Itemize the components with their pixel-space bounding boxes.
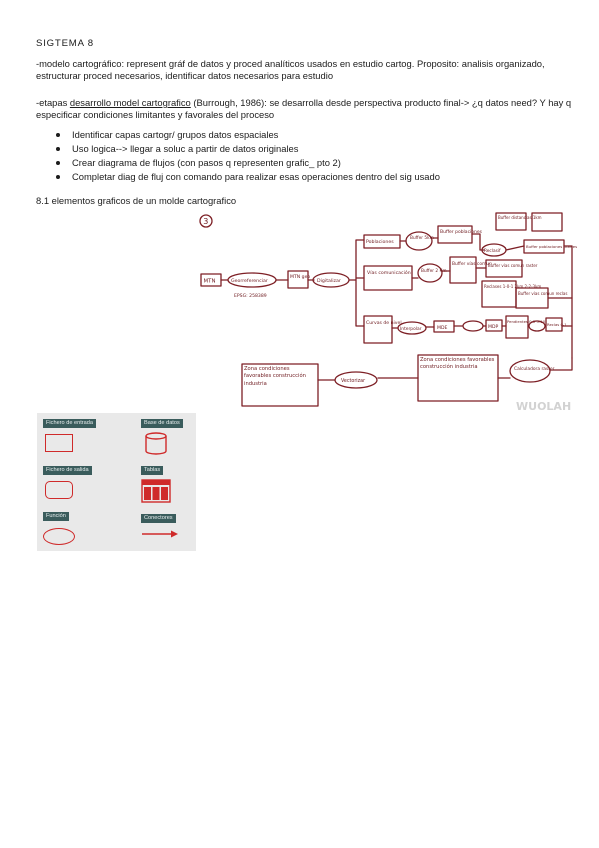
reclases-label: Reclases 1-0-1 2km 2-2-3km (484, 284, 541, 289)
watermark: WUOLAH (516, 400, 571, 413)
buffer-2km-label: Buffer 2 Km (421, 268, 447, 274)
buffer-distancias-label: Buffer distancias 1km (498, 215, 542, 220)
legend-label-database: Base de datos (141, 419, 183, 428)
calculadora-function (509, 359, 551, 383)
reclasif-values-node (531, 212, 563, 232)
reclas-node (545, 317, 563, 332)
list-item-text: Uso logica--> llegar a soluc a partir de… (72, 143, 299, 154)
bullet-icon (56, 133, 60, 137)
zona-vector-node (241, 363, 319, 407)
mtn-label: MTN (204, 279, 216, 285)
list-item-text: Crear diagrama de flujos (con pasos q re… (72, 157, 341, 168)
zona-raster-text-box: Zona condiciones favorables construcción… (420, 357, 495, 371)
interpolar-function (397, 321, 427, 335)
connector-arrow-icon (142, 530, 178, 538)
stages-underlined-term: desarrollo model cartografico (69, 97, 191, 108)
list-item: Crear diagrama de flujos (con pasos q re… (36, 157, 566, 171)
mdp-label: MDP (488, 324, 499, 330)
reclas-label: Reclas 0-1 (547, 322, 567, 327)
reclasif-label: Reclasif (484, 248, 501, 254)
definition-paragraph: -modelo cartográfico: represent gráf de … (36, 58, 545, 82)
poblaciones-label: Poblaciones (366, 239, 394, 245)
stages-prefix: -etapas (36, 97, 70, 108)
input-file-rectangle-icon (45, 434, 73, 452)
pendiente-function (462, 320, 484, 332)
interpolar-label: Interpolar (400, 326, 422, 332)
zona-vector-label: Zona condiciones favorables construcción… (244, 366, 306, 387)
buffer-distancias-node (495, 212, 527, 231)
bullet-icon (56, 147, 60, 151)
step-number: 3 (203, 217, 208, 226)
legend-label-tables: Tablas (141, 466, 164, 475)
buffer-vias-node (449, 256, 477, 284)
zona-vector-text-box: Zona condiciones favorables construcción… (244, 366, 306, 387)
bullet-icon (56, 175, 60, 179)
legend-label-output-file: Fichero de salida (43, 466, 92, 475)
buffer-vias-raster-node (485, 259, 523, 278)
buffer-pob-pixel-label: Buffer poblaciones pixeles (526, 244, 577, 249)
buffer-vias-reclas-label: Buffer vías comun reclas (518, 291, 567, 296)
curvas-label: Curvas de nivel (366, 320, 402, 326)
step-number-circle (199, 214, 213, 228)
zona-raster-label: Zona condiciones favorables construcción… (420, 357, 495, 371)
legend-label-connectors: Conectores (141, 514, 176, 523)
legend-label-input-file: Fichero de entrada (43, 419, 96, 428)
list-item-text: Completar diag de fluj con comando para … (72, 171, 440, 182)
vias-node (363, 265, 413, 291)
buffer-5km-label: Buffer 5km (410, 235, 434, 241)
list-item: Uso logica--> llegar a soluc a partir de… (36, 143, 566, 157)
list-item-text: Identificar capas cartogr/ grupos datos … (72, 129, 279, 140)
stages-suffix: (Burrough, 1986): se desarrolla desde pe… (36, 97, 572, 121)
list-item: Completar diag de fluj con comando para … (36, 171, 566, 185)
buffer-poblaciones-label: Buffer poblaciones (440, 229, 483, 235)
digitalizar-label: Digitalizar (317, 278, 341, 284)
vectorizar-label: Vectorizar (341, 378, 365, 384)
table-icon (141, 479, 171, 503)
stages-paragraph: -etapas desarrollo model cartografico (B… (36, 97, 576, 122)
calculadora-label: Calculadora raster (514, 366, 555, 372)
legend-label-function: Función (43, 512, 69, 521)
mde-label: MDE (437, 325, 448, 331)
buffer-vias-label: Buffer vías comun (452, 260, 492, 267)
branch-connector (348, 239, 365, 327)
database-cylinder-icon (145, 432, 167, 455)
reclas-function (528, 320, 546, 332)
coords-label: EPSG: 258389 (234, 293, 267, 299)
output-file-rounded-rectangle-icon (45, 481, 73, 499)
function-ellipse-icon (43, 528, 75, 545)
list-item: Identificar capas cartogr/ grupos datos … (36, 129, 566, 143)
connector-arrow (505, 245, 573, 359)
bullet-icon (56, 161, 60, 165)
pendientes-label: Pendientes 0-5 5-10 (507, 319, 546, 324)
connector-arrow (549, 357, 573, 371)
buffer-5km-function (405, 231, 433, 251)
handwritten-flowchart: 3 MTN Georreferenciar EPSG: 258389 MTN g… (198, 208, 578, 413)
curvas-node (363, 315, 393, 344)
buffer-vias-raster-label: Buffer vías comun raster (488, 263, 538, 268)
flowchart-canvas: 3 MTN Georreferenciar EPSG: 258389 MTN g… (199, 212, 577, 413)
georef-label: Georreferenciar (231, 278, 268, 284)
mtn-geo-label: MTN geo (290, 274, 310, 280)
graphic-elements-legend: Fichero de entrada Base de datos Fichero… (37, 413, 196, 551)
steps-list: Identificar capas cartogr/ grupos datos … (36, 129, 566, 185)
section-heading: 8.1 elementos graficos de un molde carto… (36, 195, 237, 206)
buffer-2km-function (417, 263, 443, 283)
pendientes-node (505, 315, 529, 339)
vias-label: Vías comunicación (367, 269, 411, 276)
page-title: SIGTEMA 8 (36, 38, 94, 49)
